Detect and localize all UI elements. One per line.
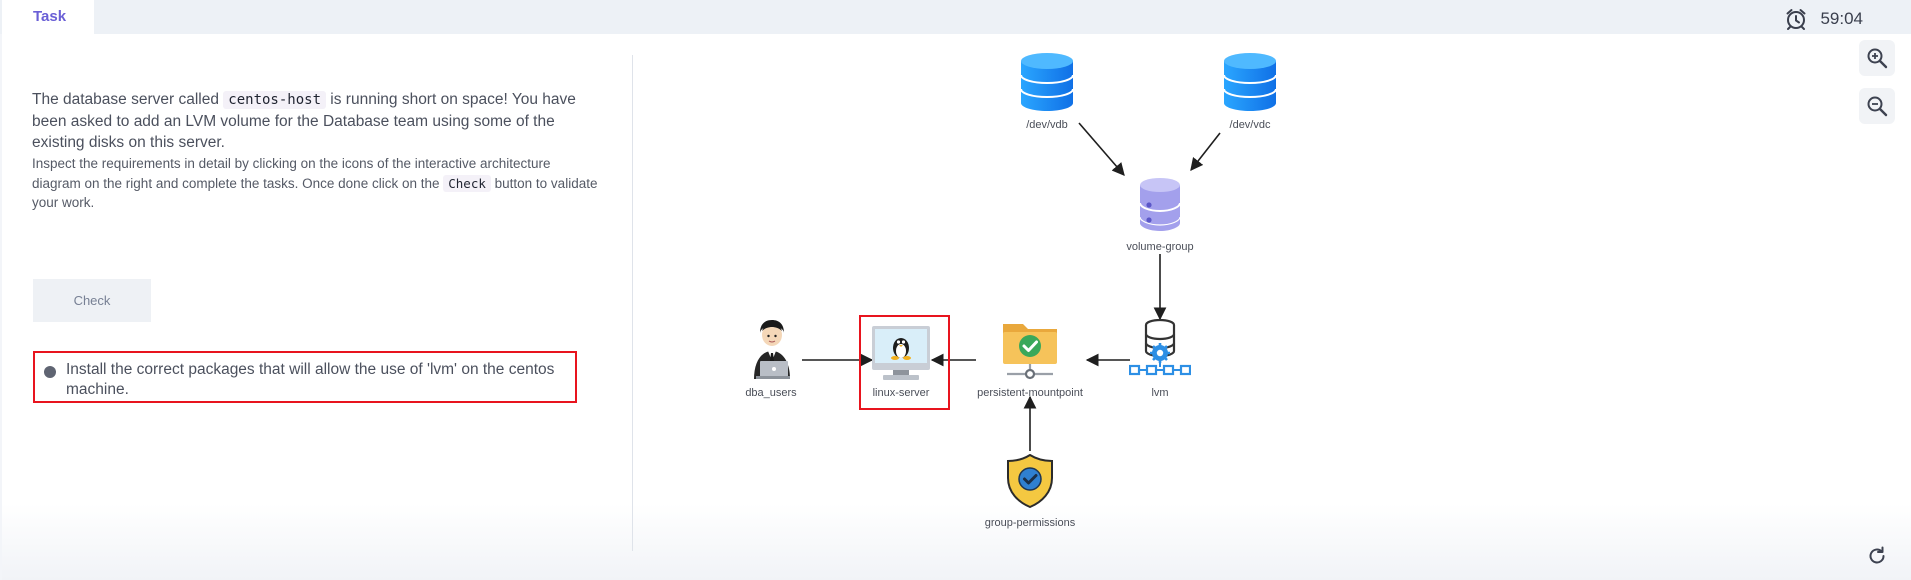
panel-divider	[632, 55, 633, 551]
description-instructions: Inspect the requirements in detail by cl…	[32, 156, 598, 210]
check-button[interactable]: Check	[33, 279, 151, 322]
refresh-button[interactable]	[1862, 541, 1892, 571]
database-icon	[1223, 53, 1277, 111]
lvm-network-icon	[1129, 318, 1191, 376]
linux-monitor-icon	[872, 326, 930, 380]
node-label-group-permissions: group-permissions	[984, 517, 1076, 529]
top-bar: Task 59:04	[0, 0, 1911, 34]
shared-folder-icon	[1003, 324, 1057, 380]
tab-task[interactable]: Task	[2, 0, 94, 34]
timer-text: 59:04	[1820, 9, 1863, 28]
zoom-in-icon	[1867, 48, 1888, 69]
zoom-in-button[interactable]	[1859, 40, 1895, 76]
node-label-dev-vdc: /dev/vdc	[1229, 119, 1271, 131]
node-label-linux-server: linux-server	[872, 387, 930, 399]
tab-task-label: Task	[33, 8, 67, 25]
node-label-persistent-mountpoint: persistent-mountpoint	[977, 387, 1083, 399]
node-group-permissions[interactable]	[1007, 454, 1053, 508]
node-dev-vdc[interactable]	[1222, 53, 1278, 111]
node-lvm[interactable]	[1129, 318, 1191, 382]
check-code: Check	[443, 174, 491, 192]
node-label-dev-vdb: /dev/vdb	[1026, 119, 1068, 131]
zoom-out-icon	[1867, 96, 1888, 117]
task-status-dot	[44, 366, 56, 378]
task-description: The database server called centos-host i…	[32, 89, 600, 213]
storage-stack-icon	[1139, 178, 1181, 231]
database-icon	[1020, 53, 1074, 111]
linux-server-highlight	[859, 315, 950, 410]
description-intro: The database server called centos-host i…	[32, 91, 576, 151]
node-dba-users[interactable]	[752, 319, 792, 379]
task-item[interactable]: Install the correct packages that will a…	[33, 351, 577, 403]
refresh-icon	[1869, 546, 1885, 564]
server-name-code: centos-host	[223, 91, 326, 109]
node-persistent-mountpoint[interactable]	[1001, 318, 1059, 380]
node-linux-server[interactable]	[871, 325, 931, 381]
task-text: Install the correct packages that will a…	[66, 361, 555, 398]
timer: 59:04	[1784, 7, 1863, 31]
node-label-lvm: lvm	[1151, 387, 1169, 399]
node-label-dba-users: dba_users	[745, 387, 797, 399]
node-dev-vdb[interactable]	[1019, 53, 1075, 111]
node-label-volume-group: volume-group	[1126, 241, 1194, 253]
task-panel	[2, 34, 1911, 580]
shield-check-icon	[1007, 454, 1053, 508]
user-laptop-icon	[754, 320, 790, 379]
zoom-out-button[interactable]	[1859, 88, 1895, 124]
node-volume-group[interactable]	[1138, 177, 1182, 231]
alarm-clock-icon	[1786, 9, 1806, 30]
